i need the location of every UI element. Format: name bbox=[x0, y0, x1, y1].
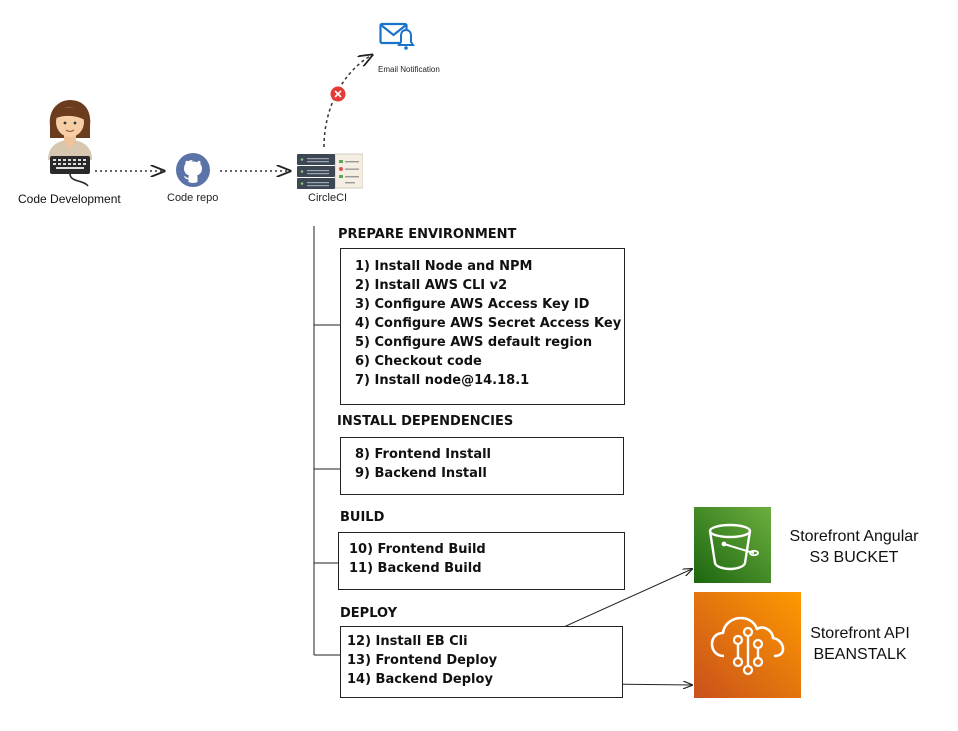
beanstalk-target-label: Storefront API BEANSTALK bbox=[800, 623, 920, 665]
step-item: 13) Frontend Deploy bbox=[347, 653, 498, 668]
step-item: 4) Configure AWS Secret Access Key bbox=[355, 316, 622, 331]
step-item: 7) Install node@14.18.1 bbox=[355, 373, 530, 388]
steps-box-deploy: 12) Install EB Cli 13) Frontend Deploy 1… bbox=[340, 626, 623, 698]
elastic-beanstalk-icon bbox=[694, 592, 801, 698]
repo-node: Code repo bbox=[160, 150, 230, 210]
ci-node: CircleCI bbox=[295, 150, 370, 210]
s3-target-label: Storefront Angular S3 BUCKET bbox=[779, 526, 929, 568]
email-notification-label: Email Notification bbox=[378, 65, 440, 74]
email-bell-icon bbox=[379, 22, 415, 50]
s3-label-line2: S3 BUCKET bbox=[809, 549, 899, 566]
steps-box-install: 8) Frontend Install 9) Backend Install bbox=[340, 437, 624, 495]
email-notification-node: Email Notification bbox=[376, 20, 456, 80]
steps-box-build: 10) Frontend Build 11) Backend Build bbox=[338, 532, 625, 590]
s3-bucket-tile bbox=[694, 507, 771, 583]
s3-label-line1: Storefront Angular bbox=[789, 528, 919, 545]
section-title-prepare: PREPARE ENVIRONMENT bbox=[338, 227, 517, 242]
beanstalk-tile bbox=[694, 592, 801, 698]
section-title-install: INSTALL DEPENDENCIES bbox=[337, 414, 514, 429]
developer-icon bbox=[48, 100, 92, 187]
repo-label: Code repo bbox=[167, 192, 219, 204]
steps-list-build: 10) Frontend Build 11) Backend Build bbox=[339, 533, 624, 578]
step-item: 14) Backend Deploy bbox=[347, 672, 493, 687]
step-item: 2) Install AWS CLI v2 bbox=[355, 278, 508, 293]
steps-box-prepare: 1) Install Node and NPM 2) Install AWS C… bbox=[340, 248, 625, 405]
developer-node: Code Development bbox=[18, 98, 128, 208]
steps-list-prepare: 1) Install Node and NPM 2) Install AWS C… bbox=[341, 249, 624, 390]
steps-list-install: 8) Frontend Install 9) Backend Install bbox=[341, 438, 623, 483]
step-item: 11) Backend Build bbox=[349, 561, 482, 576]
developer-label: Code Development bbox=[18, 192, 121, 206]
step-item: 1) Install Node and NPM bbox=[355, 259, 533, 274]
ci-label: CircleCI bbox=[308, 192, 348, 204]
step-item: 10) Frontend Build bbox=[349, 542, 486, 557]
step-item: 5) Configure AWS default region bbox=[355, 335, 593, 350]
ci-to-email-connector bbox=[323, 55, 372, 148]
beanstalk-label-line1: Storefront API bbox=[810, 625, 910, 642]
steps-list-deploy: 12) Install EB Cli 13) Frontend Deploy 1… bbox=[341, 627, 622, 689]
section-title-deploy: DEPLOY bbox=[340, 606, 398, 621]
step-item: 12) Install EB Cli bbox=[347, 634, 468, 649]
beanstalk-label-line2: BEANSTALK bbox=[813, 646, 907, 663]
step-item: 6) Checkout code bbox=[355, 354, 482, 369]
step-item: 9) Backend Install bbox=[355, 466, 487, 481]
step-item: 3) Configure AWS Access Key ID bbox=[355, 297, 590, 312]
s3-bucket-icon bbox=[694, 507, 771, 583]
section-title-build: BUILD bbox=[340, 510, 385, 525]
server-icon bbox=[297, 153, 363, 189]
github-icon bbox=[176, 153, 210, 187]
failure-x-icon bbox=[330, 86, 346, 102]
step-item: 8) Frontend Install bbox=[355, 447, 492, 462]
